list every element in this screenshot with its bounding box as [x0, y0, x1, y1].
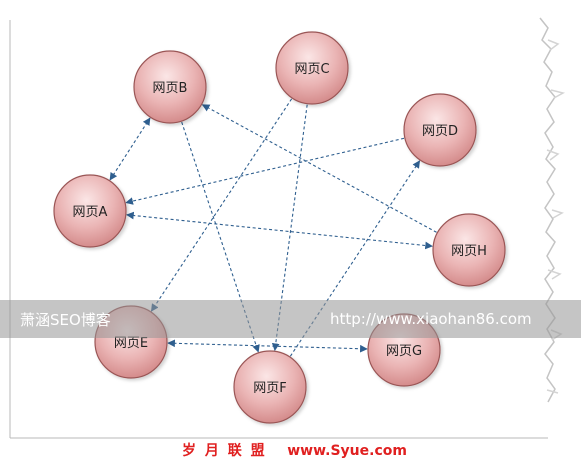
link-a-b — [109, 117, 151, 181]
watermark-right-text: http://www.xiaohan86.com — [330, 310, 532, 328]
node-label: 网页G — [386, 344, 422, 359]
link-h-b — [201, 104, 437, 233]
node-circle — [233, 350, 307, 424]
node-label: 网页C — [294, 62, 329, 77]
watermark-bar — [0, 300, 581, 338]
link-e-g — [167, 339, 368, 353]
node-label: 网页A — [73, 205, 108, 220]
node-a: 网页A — [53, 174, 127, 248]
footer-banner: 岁 月 联 盟 www.Syue.com — [182, 440, 407, 460]
link-c-e — [150, 98, 293, 312]
node-circle — [53, 174, 127, 248]
node-circle — [403, 93, 477, 167]
node-b: 网页B — [133, 50, 207, 124]
node-d: 网页D — [403, 93, 477, 167]
node-circle — [133, 50, 207, 124]
nodes-layer: 网页A 网页B 网页C 网页D 网页E 网页F 网页G 网页H — [53, 31, 506, 424]
node-label: 网页D — [422, 124, 458, 139]
node-h: 网页H — [432, 213, 506, 287]
node-label: 网页H — [451, 244, 487, 259]
node-c: 网页C — [275, 31, 349, 105]
link-a-h — [126, 211, 433, 250]
page-frame — [9, 17, 566, 439]
node-label: 网页E — [114, 336, 148, 351]
link-d-a — [125, 137, 405, 205]
footer-brand: 岁 月 联 盟 — [182, 443, 267, 459]
node-f: 网页F — [233, 350, 307, 424]
node-label: 网页B — [153, 81, 188, 96]
node-circle — [432, 213, 506, 287]
watermark-left-text: 萧涵SEO博客 — [20, 311, 111, 329]
node-label: 网页F — [253, 381, 286, 396]
footer-url[interactable]: www.Syue.com — [287, 443, 407, 459]
node-circle — [275, 31, 349, 105]
link-b-f — [181, 121, 260, 353]
